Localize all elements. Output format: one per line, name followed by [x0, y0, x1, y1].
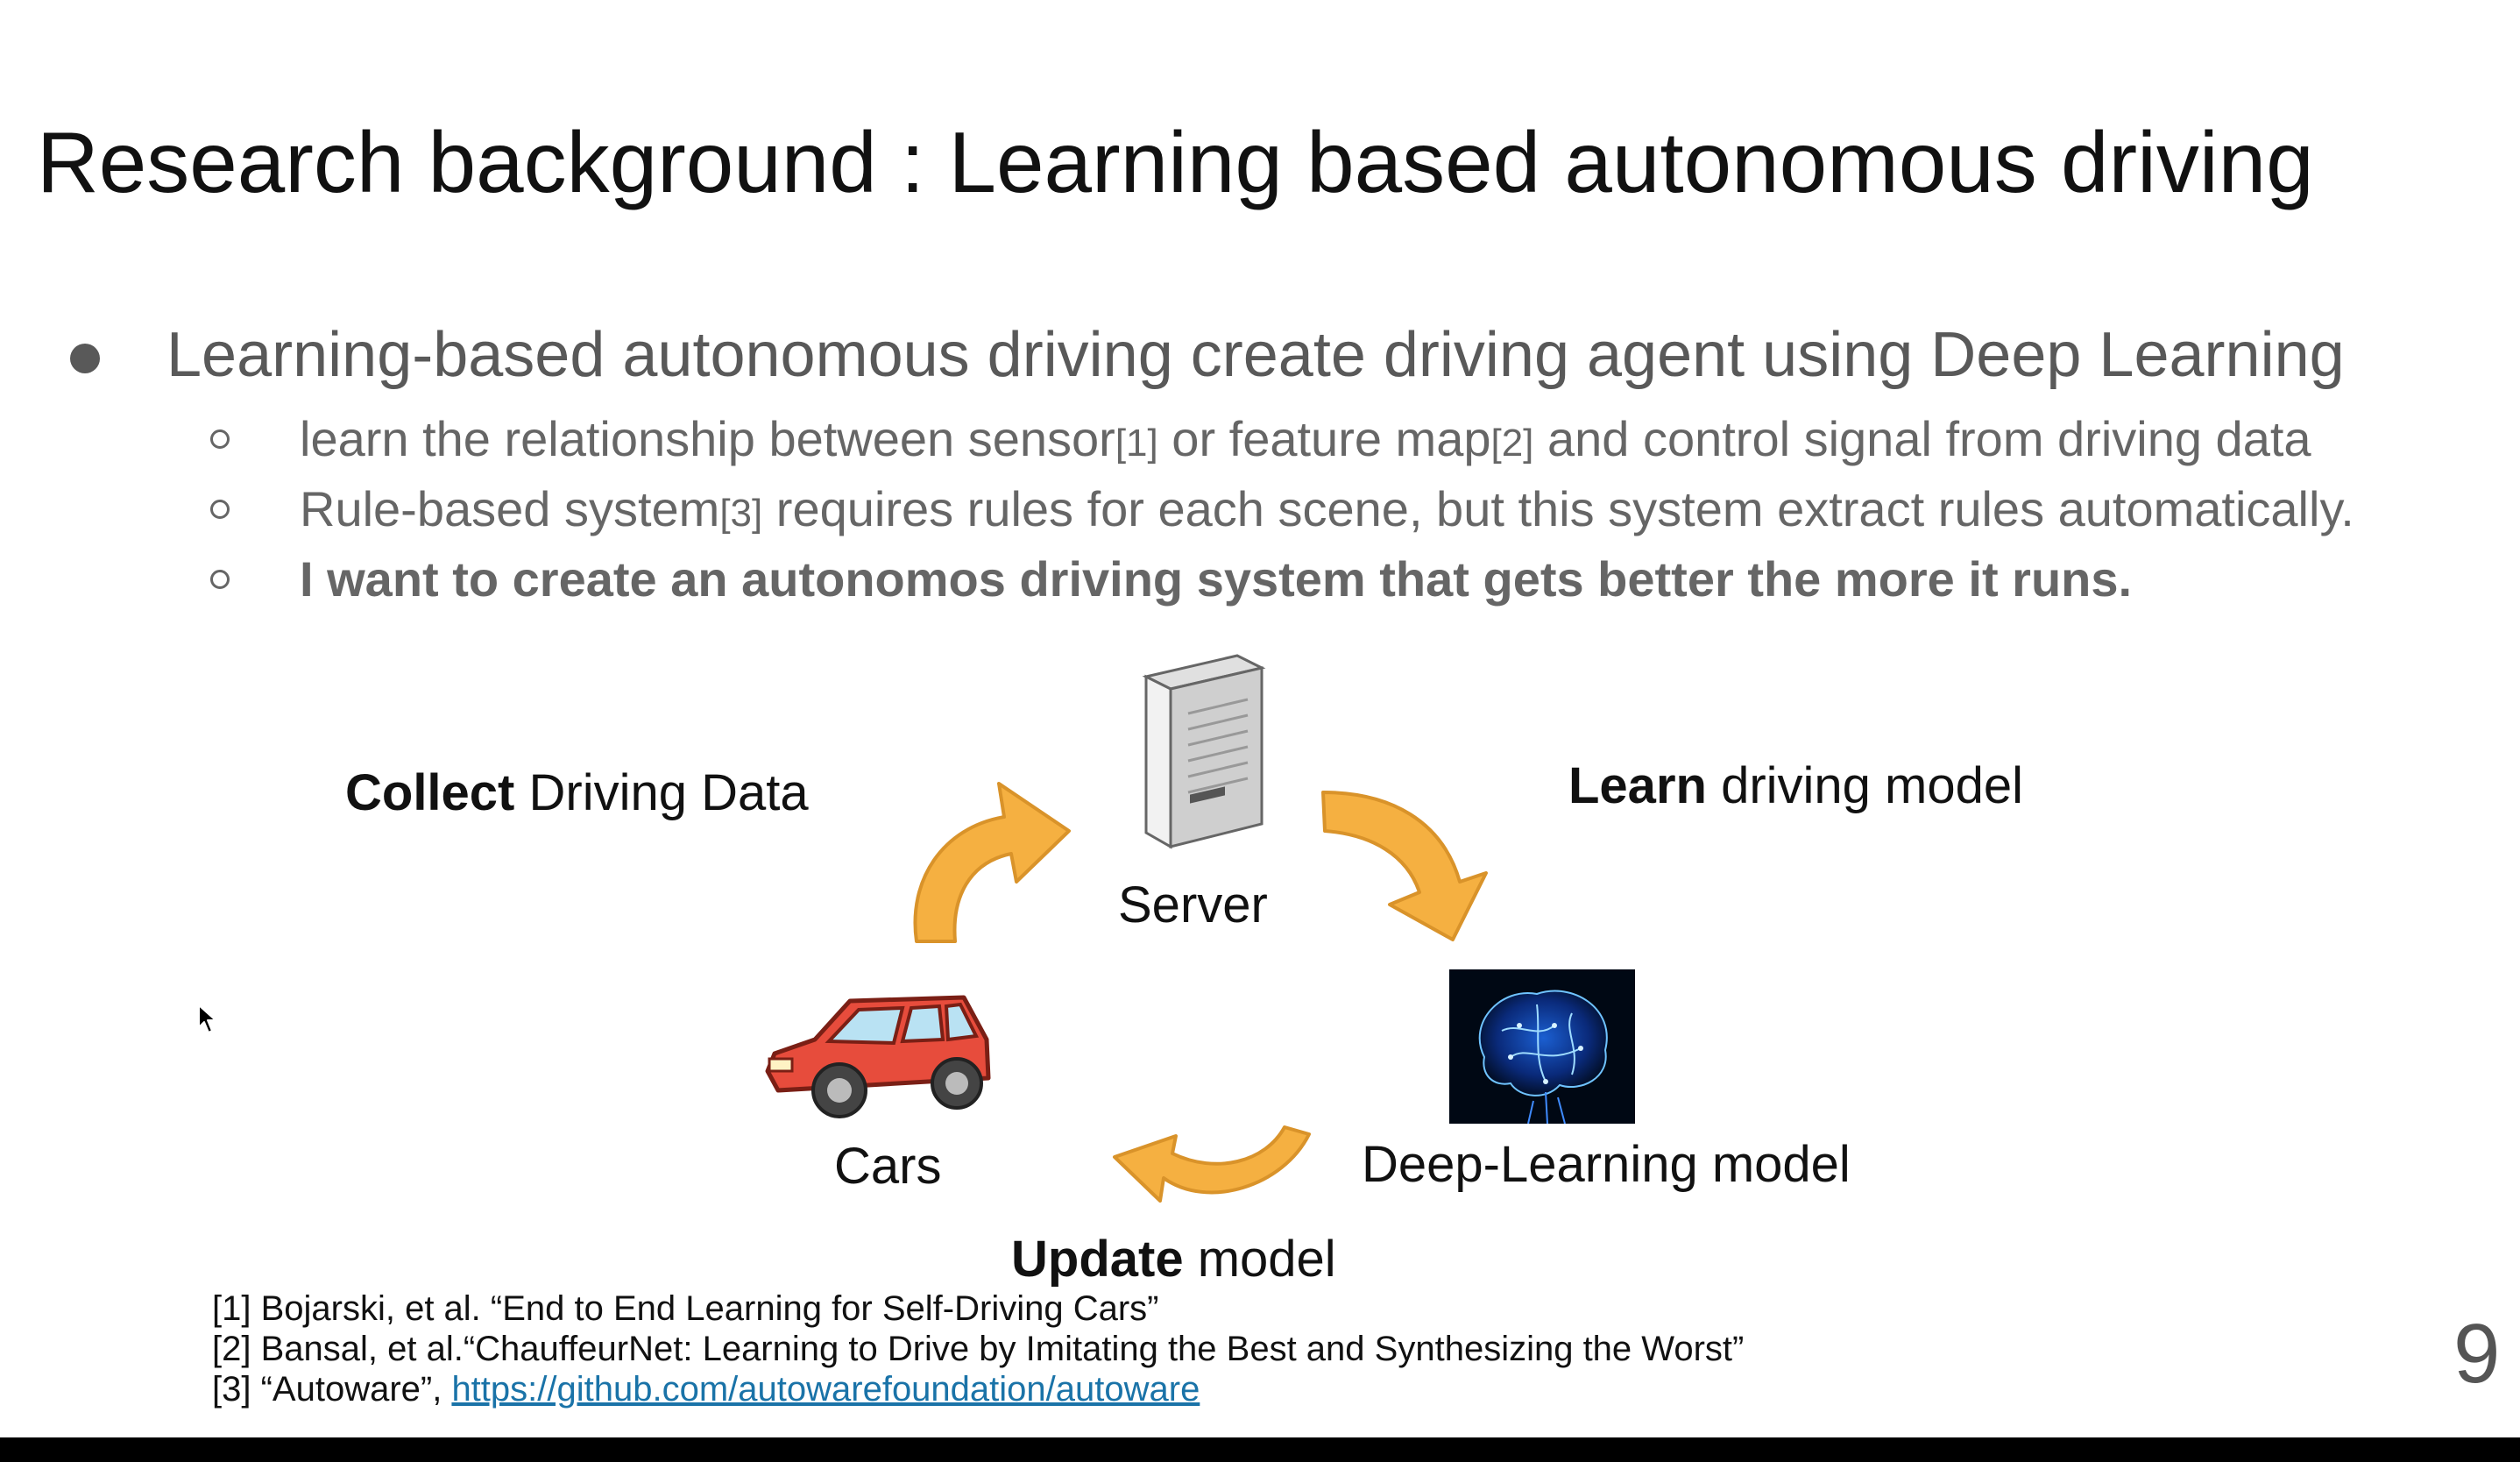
ref-marker-2: [2] [1490, 422, 1534, 465]
ref-marker-3: [3] [719, 492, 763, 535]
sub1-part-b: or feature map [1157, 411, 1491, 466]
deep-learning-brain-image [1449, 969, 1635, 1124]
arrow-collect-icon [913, 782, 1071, 943]
server-icon [1142, 654, 1266, 849]
arrow-learn-icon [1321, 791, 1488, 941]
mouse-cursor-icon [198, 1004, 216, 1033]
label-learn-bold: Learn [1568, 757, 1707, 814]
sub1-part-a: learn the relationship between sensor [300, 411, 1115, 466]
brain-icon [1449, 969, 1635, 1124]
label-learn-driving-model: Learn driving model [1568, 756, 2023, 817]
bullet-sub-3-text: I want to create an autonomos driving sy… [300, 551, 2133, 607]
label-cars: Cars [834, 1138, 942, 1195]
label-update-bold: Update [1011, 1231, 1184, 1288]
label-update-model: Update model [1011, 1229, 1336, 1290]
label-server: Server [1118, 876, 1268, 933]
sub1-part-c: and control signal from driving data [1533, 411, 2311, 466]
sub2-part-a: Rule-based system [300, 481, 720, 536]
references: [1] Bojarski, et al. “End to End Learnin… [212, 1288, 1744, 1409]
label-update-rest: model [1183, 1231, 1336, 1288]
bullet-circle-icon [210, 570, 230, 589]
label-collect-bold: Collect [345, 764, 515, 821]
car-icon [765, 995, 991, 1118]
reference-2: [2] Bansal, et al.“ChauffeurNet: Learnin… [212, 1330, 1745, 1368]
reference-3-prefix: [3] “Autoware”, [212, 1370, 452, 1409]
ref-marker-1: [1] [1115, 422, 1158, 465]
bullet-circle-icon [210, 500, 230, 519]
page-number: 9 [2453, 1307, 2501, 1401]
label-collect-rest: Driving Data [514, 764, 809, 821]
slide-title: Research background : Learning based aut… [37, 114, 2314, 210]
bullet-main-text: Learning-based autonomous driving create… [166, 320, 2345, 390]
autoware-link[interactable]: https://github.com/autowarefoundation/au… [451, 1370, 1200, 1409]
label-deep-learning-model: Deep-Learning model [1362, 1136, 1851, 1193]
bottom-bar [0, 1437, 2520, 1462]
bullet-circle-icon [210, 429, 230, 449]
bullet-dot-icon [70, 344, 100, 373]
arrow-update-icon [1113, 1125, 1311, 1203]
bullet-sub-2-text: Rule-based system[3] requires rules for … [300, 479, 2354, 544]
label-learn-rest: driving model [1706, 757, 2024, 814]
reference-3: [3] “Autoware”, https://github.com/autow… [212, 1369, 1744, 1409]
bullet-sub-1-text: learn the relationship between sensor[1]… [300, 408, 2311, 474]
sub2-part-b: requires rules for each scene, but this … [762, 481, 2354, 536]
reference-1: [1] Bojarski, et al. “End to End Learnin… [212, 1289, 1159, 1328]
label-collect-driving-data: Collect Driving Data [345, 763, 809, 824]
